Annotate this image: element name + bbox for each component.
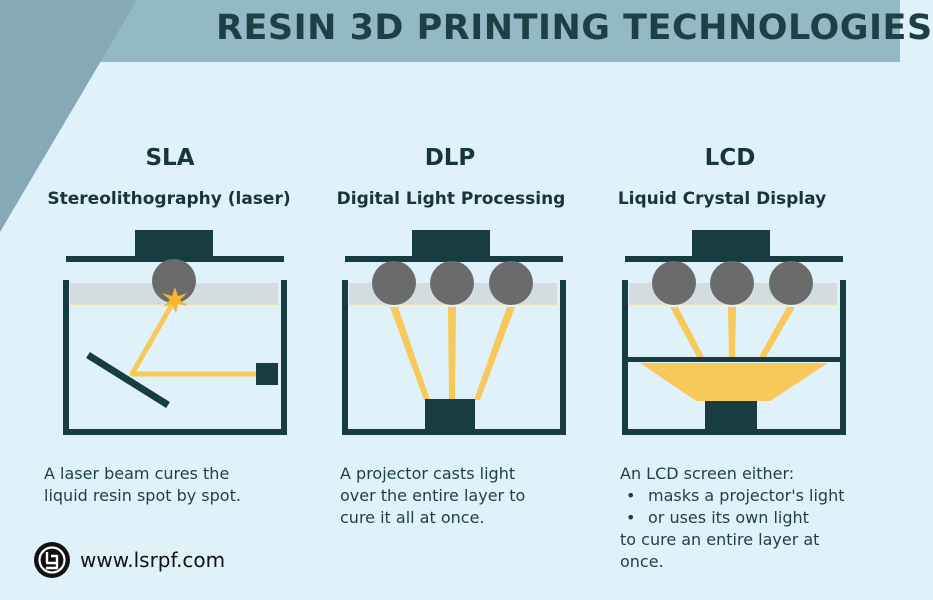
lcd-optic-circle bbox=[769, 261, 813, 305]
lcd-description-bullet: masks a projector's light bbox=[620, 485, 844, 507]
dlp-light-ray bbox=[448, 307, 456, 400]
sla-fullname: Stereolithography (laser) bbox=[47, 189, 291, 209]
lcd-description-bullets: masks a projector's light or uses its ow… bbox=[620, 485, 844, 529]
dlp-build-plate bbox=[345, 256, 563, 262]
lcd-description-intro: An LCD screen either: bbox=[620, 464, 795, 483]
dlp-description-line: A projector casts light bbox=[340, 464, 516, 483]
lcd-build-platform-arm bbox=[692, 230, 770, 256]
dlp-optic-circle bbox=[430, 261, 474, 305]
lcd-diagram bbox=[622, 230, 846, 435]
sla-mirror-optic bbox=[152, 259, 196, 303]
dlp-description-line: over the entire layer to bbox=[340, 486, 526, 505]
sla-laser-source bbox=[256, 363, 278, 385]
lcd-description-outro: once. bbox=[620, 552, 664, 571]
sla-description-line: liquid resin spot by spot. bbox=[44, 486, 241, 505]
sla-build-plate bbox=[66, 256, 284, 262]
lcd-optic-circle bbox=[652, 261, 696, 305]
sla-diagram bbox=[63, 230, 287, 435]
lcd-light-ray bbox=[728, 307, 736, 357]
lcd-fullname: Liquid Crystal Display bbox=[617, 189, 827, 209]
lcd-light-source bbox=[705, 401, 757, 432]
header-band bbox=[0, 0, 900, 62]
sla-vat bbox=[63, 280, 287, 435]
lcd-light-ray bbox=[759, 307, 795, 357]
dlp-build-platform-arm bbox=[412, 230, 490, 256]
dlp-light-ray bbox=[390, 307, 430, 400]
website-link[interactable]: www.lsrpf.com bbox=[80, 548, 226, 572]
dlp-optic-circle bbox=[489, 261, 533, 305]
sla-galvo-mirror bbox=[86, 352, 170, 408]
sla-description: A laser beam cures the liquid resin spot… bbox=[44, 463, 241, 507]
dlp-projector bbox=[425, 399, 475, 432]
lcd-build-plate bbox=[625, 256, 843, 262]
diagrams bbox=[63, 230, 846, 435]
lcd-optic-circle bbox=[710, 261, 754, 305]
sla-laser-beam bbox=[129, 297, 256, 377]
page-title: RESIN 3D PRINTING TECHNOLOGIES bbox=[216, 8, 933, 48]
dlp-fullname: Digital Light Processing bbox=[336, 189, 566, 209]
dlp-abbr: DLP bbox=[424, 145, 476, 171]
dlp-optic-circle bbox=[372, 261, 416, 305]
dlp-description: A projector casts light over the entire … bbox=[340, 463, 525, 529]
sla-abbr: SLA bbox=[145, 145, 195, 171]
lcd-description-outro: to cure an entire layer at bbox=[620, 530, 820, 549]
dlp-light-ray bbox=[474, 307, 515, 400]
dlp-diagram bbox=[342, 230, 566, 435]
sla-build-platform-arm bbox=[135, 230, 213, 256]
lsrpf-logo-icon bbox=[34, 542, 70, 578]
sla-description-line: A laser beam cures the bbox=[44, 464, 230, 483]
dlp-description-line: cure it all at once. bbox=[340, 508, 485, 527]
lcd-description-bullet: or uses its own light bbox=[620, 507, 844, 529]
lcd-light-cone bbox=[640, 363, 828, 401]
sla-laser-spot-icon bbox=[162, 287, 188, 313]
lcd-description: An LCD screen either: masks a projector'… bbox=[620, 463, 844, 573]
lcd-light-ray bbox=[670, 307, 704, 357]
lcd-abbr: LCD bbox=[704, 145, 756, 171]
lcd-screen bbox=[628, 357, 840, 362]
